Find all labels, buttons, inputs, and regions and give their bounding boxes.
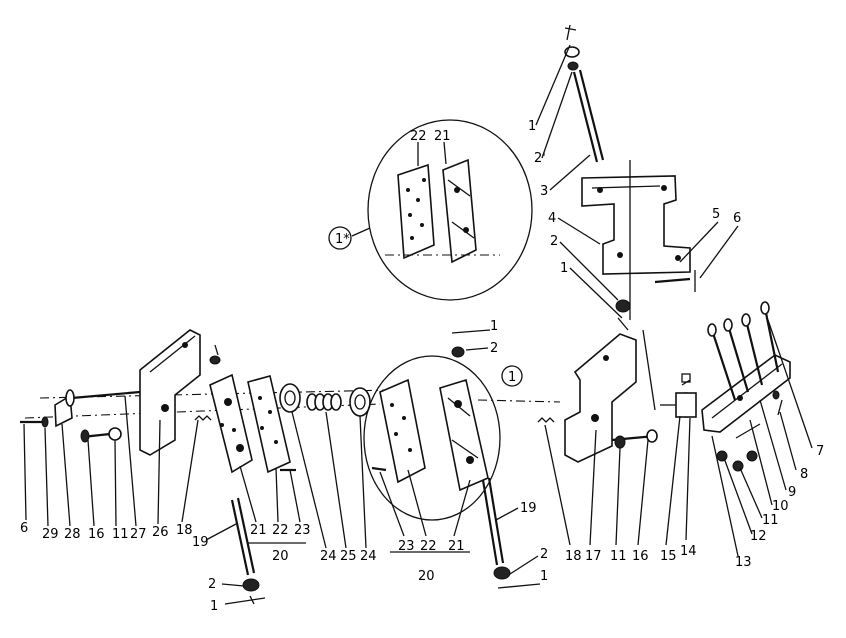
callout-23-left: 23	[294, 523, 311, 538]
right-caliper-assembly	[537, 301, 791, 472]
callout-21-center: 21	[448, 539, 465, 554]
callout-17: 17	[585, 549, 602, 564]
callout-29: 29	[42, 527, 59, 542]
callout-25: 25	[340, 549, 357, 564]
callout-2-bracket: 2	[550, 234, 558, 249]
callout-28: 28	[64, 527, 81, 542]
callout-21-left: 21	[250, 523, 267, 538]
callout-23-center: 23	[398, 539, 415, 554]
callout-1-bracket: 1	[560, 261, 568, 276]
caliper-carrier-left	[139, 329, 201, 456]
callout-2-lower-center: 2	[540, 547, 548, 562]
spring-18-left	[194, 415, 212, 421]
callout-16-right: 16	[632, 549, 649, 564]
backing-plate-detail	[442, 158, 477, 264]
callout-11-mid: 11	[610, 549, 627, 564]
callout-1-lower-center: 1	[540, 569, 548, 584]
long-bolt-27	[71, 390, 141, 400]
callout-22-left: 22	[272, 523, 289, 538]
upper-bracket-assembly	[564, 24, 696, 411]
callout-18-left: 18	[176, 523, 193, 538]
center-circle	[363, 355, 501, 521]
callout-27: 27	[130, 527, 147, 542]
detail-reference-circle	[328, 226, 352, 250]
detail-ref-label: 1*	[335, 232, 350, 247]
brake-pad-center	[379, 378, 426, 484]
callout-1-center: 1	[490, 319, 498, 334]
center-pad-assembly	[363, 329, 561, 589]
callout-labels: 1 2' 3 4 2 1 5 6 22 21 1* 1 2 1 7 8 9 10…	[20, 44, 824, 614]
callout-20-left: 20	[272, 549, 289, 564]
callout-6-left: 6	[20, 521, 28, 536]
guide-rod-center	[481, 477, 505, 566]
callout-24-left: 24	[320, 549, 337, 564]
spring-18-right	[537, 417, 555, 423]
callout-18-right: 18	[565, 549, 582, 564]
callout-26: 26	[152, 525, 169, 540]
backing-plate-center	[439, 378, 489, 492]
callout-15: 15	[660, 549, 677, 564]
lever-arms	[710, 307, 780, 401]
callout-9: 9	[788, 485, 796, 500]
callout-2-center: 2	[490, 341, 498, 356]
callout-24-right: 24	[360, 549, 377, 564]
callout-2-lower-left: 2	[208, 577, 216, 592]
center-ref-label: 1	[508, 370, 516, 385]
callout-11-right: 11	[762, 513, 779, 528]
guide-rod-top	[572, 69, 605, 163]
callout-12: 12	[750, 529, 767, 544]
callout-1-upper: 1	[528, 119, 536, 134]
detail-inset	[328, 119, 533, 301]
backing-plate-left	[209, 373, 253, 474]
callout-6-upper: 6	[733, 211, 741, 226]
callout-1-lower-left: 1	[210, 599, 218, 614]
callout-16-left: 16	[88, 527, 105, 542]
callout-2-upper: 2'	[534, 151, 546, 166]
callout-3: 3	[540, 184, 548, 199]
thrust-washer-left	[279, 383, 301, 413]
callout-11-left: 11	[112, 527, 129, 542]
callout-19-center: 19	[520, 501, 537, 516]
brake-pad-left	[247, 375, 291, 474]
callout-20-center: 20	[418, 569, 435, 584]
guide-rod-left	[230, 497, 256, 576]
upper-mounting-bracket	[581, 175, 691, 275]
callout-22-detail: 22	[410, 129, 427, 144]
callout-22-center: 22	[420, 539, 437, 554]
center-reference-circle	[501, 365, 523, 387]
callout-14: 14	[680, 544, 697, 559]
callout-5: 5	[712, 207, 720, 222]
callout-10: 10	[772, 499, 789, 514]
callout-8: 8	[800, 467, 808, 482]
callout-19-left: 19	[192, 535, 209, 550]
brake-pad-detail	[397, 163, 435, 260]
callout-21-detail: 21	[434, 129, 451, 144]
detail-circle	[367, 119, 533, 301]
callout-4: 4	[548, 211, 556, 226]
callout-7: 7	[816, 444, 824, 459]
washer-upper	[615, 299, 631, 313]
callout-13: 13	[735, 555, 752, 570]
